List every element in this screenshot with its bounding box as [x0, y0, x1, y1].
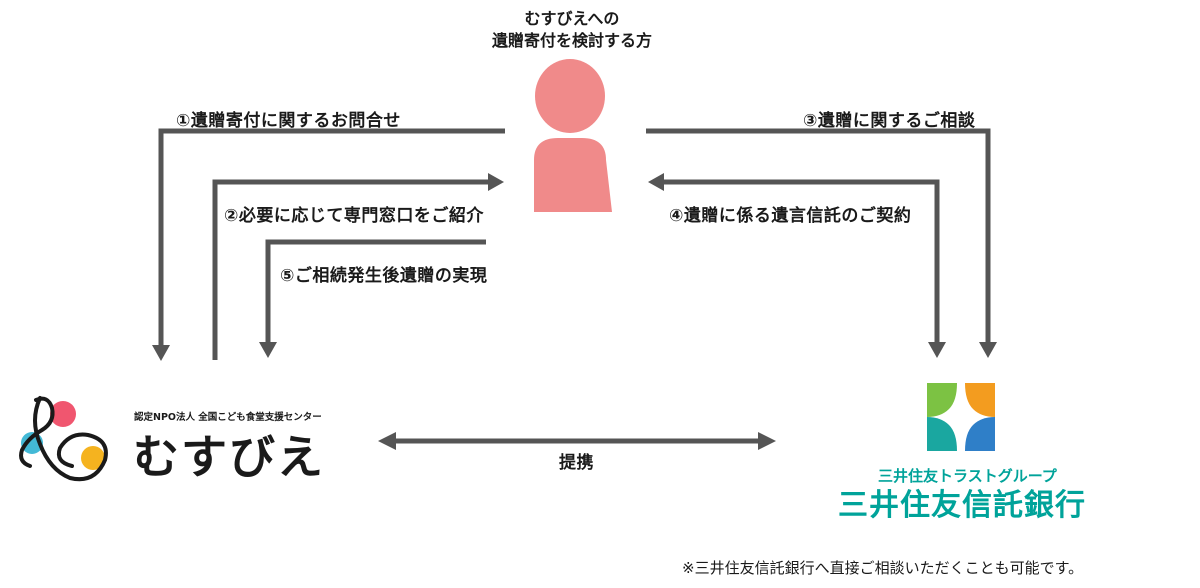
arrow-step1 [158, 128, 505, 355]
musubie-name-text: むすびえ [133, 430, 325, 484]
label-step1: ①遺贈寄付に関するお問合せ [176, 111, 401, 131]
musubie-logo-icon [19, 396, 108, 482]
person-icon [534, 59, 612, 212]
arrow-step3 [646, 128, 991, 350]
arrow-step4 [660, 179, 940, 350]
person-title-line1: むすびえへの [524, 9, 620, 28]
smbc-name: 三井住友信託銀行 [838, 488, 1086, 523]
label-step2: ②必要に応じて専門窓口をご紹介 [224, 206, 484, 226]
arrow-step2 [212, 179, 492, 360]
label-step5: ⑤ご相続発生後遺贈の実現 [280, 266, 488, 286]
label-partnership: 提携 [559, 453, 594, 473]
person-title: むすびえへの 遺贈寄付を検討する方 [452, 8, 692, 52]
footnote: ※三井住友信託銀行へ直接ご相談いただくことも可能です。 [682, 559, 1084, 577]
musubie-tagline: 認定NPO法人 全国こども食堂支援センター [134, 412, 322, 423]
label-step4: ④遺贈に係る遺言信託のご契約 [669, 206, 912, 226]
musubie-name: むすびえ [133, 421, 325, 487]
arrow-step5 [265, 239, 486, 350]
person-title-line2: 遺贈寄付を検討する方 [491, 31, 652, 50]
smbc-group-name: 三井住友トラストグループ [878, 467, 1057, 485]
smbc-trust-logo-icon [927, 383, 995, 451]
label-step3: ③遺贈に関するご相談 [803, 111, 976, 131]
